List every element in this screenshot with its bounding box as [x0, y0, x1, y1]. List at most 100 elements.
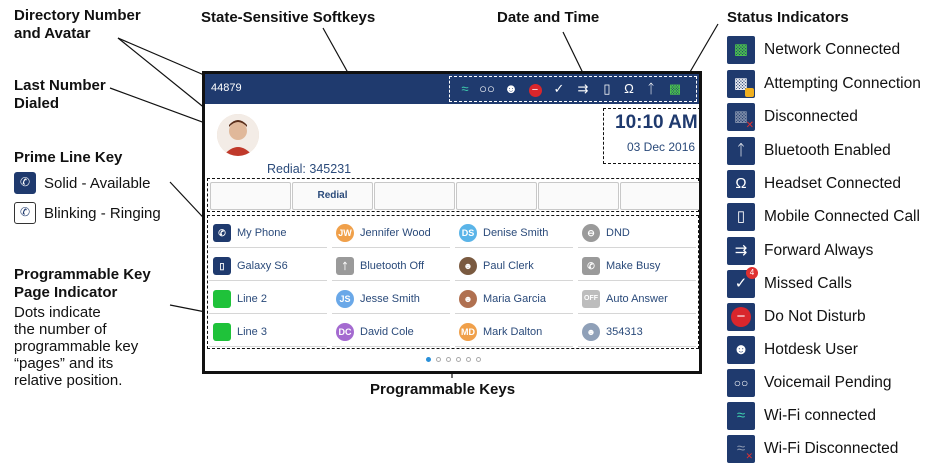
prog-key-jennifer-wood[interactable]: JW Jennifer Wood	[332, 219, 450, 248]
dnd-icon: −	[727, 303, 755, 331]
page-indicator-description: Dots indicate the number of programmable…	[14, 304, 139, 389]
phone-screen: 44879 ≈ ○○ ☻ − ✓ ⇉ ▯ Ω ᛏ ▩ Redial: 34523…	[202, 71, 702, 374]
status-bar: 44879 ≈ ○○ ☻ − ✓ ⇉ ▯ Ω ᛏ ▩	[205, 74, 699, 104]
bluetooth-icon: ᛏ	[647, 81, 655, 96]
prog-key-line-3[interactable]: Line 3	[209, 318, 327, 347]
prog-key-make-busy[interactable]: ✆ Make Busy	[578, 252, 696, 281]
bluetooth-icon: ᛏ	[336, 257, 354, 275]
callout-prime-line: Prime Line Key	[14, 149, 123, 166]
voicemail-icon: ○○	[479, 81, 495, 96]
callout-programmable-keys: Programmable Keys	[370, 381, 516, 398]
datetime-region	[603, 108, 699, 164]
clock-date: 03 Dec 2016	[627, 140, 696, 154]
callout-status: Status Indicators	[727, 9, 849, 26]
prime-blinking-label: Blinking - Ringing	[44, 205, 161, 222]
mobile-icon: ▯	[603, 81, 611, 96]
softkey-5[interactable]	[538, 182, 619, 210]
dnd-icon: ⊖	[582, 224, 600, 242]
avatar	[217, 114, 259, 156]
bluetooth-icon: ᛏ	[727, 137, 755, 165]
disconnected-icon: ▩✕	[727, 103, 755, 131]
contact-badge: JW	[336, 224, 354, 242]
auto-answer-badge: OFF	[582, 290, 600, 308]
prog-key-354313[interactable]: ☻ 354313	[578, 318, 696, 347]
softkey-6[interactable]	[620, 182, 699, 210]
prog-key-jesse-smith[interactable]: JS Jesse Smith	[332, 285, 450, 314]
make-busy-icon: ✆	[582, 257, 600, 275]
programmable-keys-region	[207, 215, 699, 349]
wifi-icon: ≈	[461, 81, 469, 96]
contact-badge: JS	[336, 290, 354, 308]
network-connected-icon: ▩	[727, 36, 755, 64]
mobile-icon: ▯	[727, 203, 755, 231]
missed-calls-icon: ✓	[553, 81, 565, 96]
avatar-photo	[217, 114, 259, 156]
contact-photo: ☻	[459, 290, 477, 308]
softkey-1[interactable]	[210, 182, 291, 210]
missed-calls-count-badge: 4	[746, 267, 758, 279]
callout-last-number: Last Number Dialed	[14, 77, 106, 112]
wifi-connected-icon: ≈	[727, 402, 755, 430]
prime-solid-phone-icon: ✆	[14, 172, 36, 194]
prog-key-line-2[interactable]: Line 2	[209, 285, 327, 314]
hotdesk-icon: ☻	[727, 336, 755, 364]
directory-number: 44879	[211, 82, 242, 94]
headset-icon: Ω	[727, 170, 755, 198]
last-number-dialed: Redial: 345231	[267, 162, 352, 176]
prog-key-mark-dalton[interactable]: MD Mark Dalton	[455, 318, 573, 347]
page-dot-4[interactable]	[456, 357, 461, 362]
callout-datetime: Date and Time	[497, 9, 600, 26]
prog-key-maria-garcia[interactable]: ☻ Maria Garcia	[455, 285, 573, 314]
softkey-3[interactable]	[374, 182, 455, 210]
status-label-voicemail-pending: Voicemail Pending	[764, 374, 892, 391]
status-label-mobile-connected-call: Mobile Connected Call	[764, 208, 920, 225]
status-label-network-connected: Network Connected	[764, 41, 901, 58]
clock-time: 10:10 AM	[615, 112, 698, 133]
page-dot-5[interactable]	[466, 357, 471, 362]
page-dot-3[interactable]	[446, 357, 451, 362]
user-icon: ☻	[582, 323, 600, 341]
contact-badge: DS	[459, 224, 477, 242]
callout-page-indicator: Programmable Key Page Indicator	[14, 266, 151, 301]
dnd-icon: −	[525, 80, 545, 98]
line-status-icon	[213, 290, 231, 308]
prog-key-bluetooth-off[interactable]: ᛏ Bluetooth Off	[332, 252, 450, 281]
status-label-disconnected: Disconnected	[764, 108, 858, 125]
prog-key-dnd[interactable]: ⊖ DND	[578, 219, 696, 248]
prog-key-galaxy-s6[interactable]: ▯ Galaxy S6	[209, 252, 327, 281]
prog-key-david-cole[interactable]: DC David Cole	[332, 318, 450, 347]
prog-key-auto-answer[interactable]: OFF Auto Answer	[578, 285, 696, 314]
wifi-disconnected-icon: ≈✕	[727, 435, 755, 463]
phone-icon: ✆	[213, 224, 231, 242]
prog-key-my-phone[interactable]: ✆ My Phone	[209, 219, 327, 248]
softkey-redial[interactable]: Redial	[292, 182, 373, 210]
attempting-connection-icon: ▩	[727, 70, 755, 98]
prime-blinking-phone-icon: ✆	[14, 202, 36, 224]
callout-directory: Directory Number and Avatar	[14, 7, 141, 42]
hotdesk-icon: ☻	[504, 81, 518, 96]
page-dot-2[interactable]	[436, 357, 441, 362]
status-label-wifi-disconnected: Wi-Fi Disconnected	[764, 440, 899, 457]
prog-key-denise-smith[interactable]: DS Denise Smith	[455, 219, 573, 248]
callout-softkeys: State-Sensitive Softkeys	[201, 9, 376, 26]
contact-badge: DC	[336, 323, 354, 341]
prog-key-paul-clerk[interactable]: ☻ Paul Clerk	[455, 252, 573, 281]
forward-icon: ⇉	[577, 81, 589, 96]
status-label-forward-always: Forward Always	[764, 242, 874, 259]
contact-photo: ☻	[459, 257, 477, 275]
status-label-hotdesk-user: Hotdesk User	[764, 341, 858, 358]
status-label-missed-calls: Missed Calls	[764, 275, 852, 292]
softkey-4[interactable]	[456, 182, 537, 210]
status-label-attempting-connection: Attempting Connection	[764, 75, 921, 92]
missed-calls-icon: ✓4	[727, 267, 758, 298]
network-icon: ▩	[668, 81, 682, 96]
headset-icon: Ω	[624, 81, 634, 96]
prime-solid-label: Solid - Available	[44, 175, 151, 192]
page-dot-6[interactable]	[476, 357, 481, 362]
contact-badge: MD	[459, 323, 477, 341]
status-label-bluetooth-enabled: Bluetooth Enabled	[764, 142, 891, 159]
forward-icon: ⇉	[727, 237, 755, 265]
page-dot-1[interactable]	[426, 357, 431, 362]
status-label-headset-connected: Headset Connected	[764, 175, 902, 192]
status-indicator-region	[449, 76, 697, 102]
